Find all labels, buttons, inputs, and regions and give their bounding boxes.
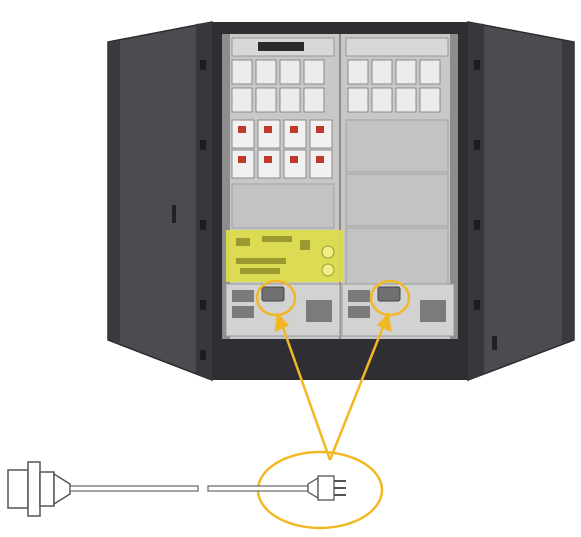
left-module-grid	[231, 59, 325, 113]
top-panel	[231, 37, 449, 57]
left-cabinet-door	[107, 21, 213, 382]
callout-lines	[274, 312, 392, 461]
plug-connector-icon	[307, 475, 346, 501]
callout-circle-left-inlet	[255, 279, 297, 317]
power-cable-icon	[7, 461, 309, 517]
power-supply-bay	[225, 283, 455, 337]
left-door-handle	[172, 205, 176, 223]
right-door-handle	[492, 336, 497, 350]
left-fan-modules	[231, 119, 333, 179]
right-module-grid	[347, 59, 441, 113]
callout-circle-right-inlet	[369, 279, 411, 317]
right-cabinet-door	[467, 21, 575, 382]
power-distribution-highlight	[226, 230, 344, 282]
blank-panels	[231, 119, 449, 285]
power-inlet-icon	[261, 286, 285, 302]
power-inlet-icon	[377, 286, 401, 302]
